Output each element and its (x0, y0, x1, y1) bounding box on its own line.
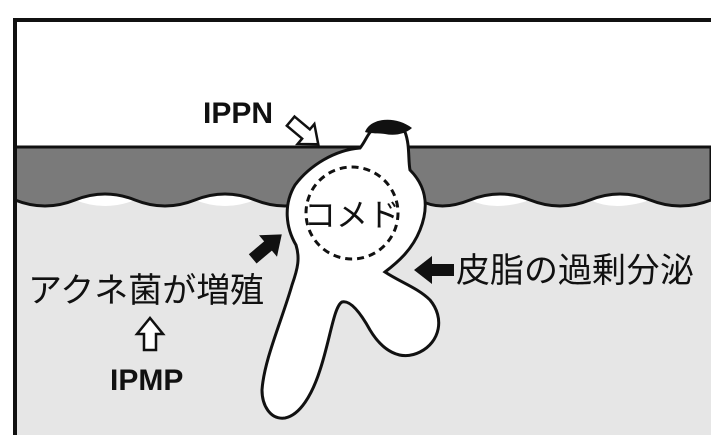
ipmp-label: IPMP (110, 364, 183, 397)
sebum-label: 皮脂の過剰分泌 (456, 251, 694, 291)
sebum-arrow-icon (414, 256, 454, 284)
bacteria-arrow-icon (248, 234, 282, 264)
frame-top-border (13, 18, 711, 435)
blackhead-cap (365, 119, 412, 135)
ippn-label: IPPN (203, 97, 273, 130)
ipmp-arrow-icon (134, 316, 166, 352)
comedo-circle (304, 165, 400, 261)
comedo-label: コメド (304, 196, 400, 234)
acne-bacteria-label: アクネ菌が増殖 (28, 271, 264, 311)
hair-follicle (260, 125, 441, 420)
ippn-arrow-icon (285, 114, 320, 146)
